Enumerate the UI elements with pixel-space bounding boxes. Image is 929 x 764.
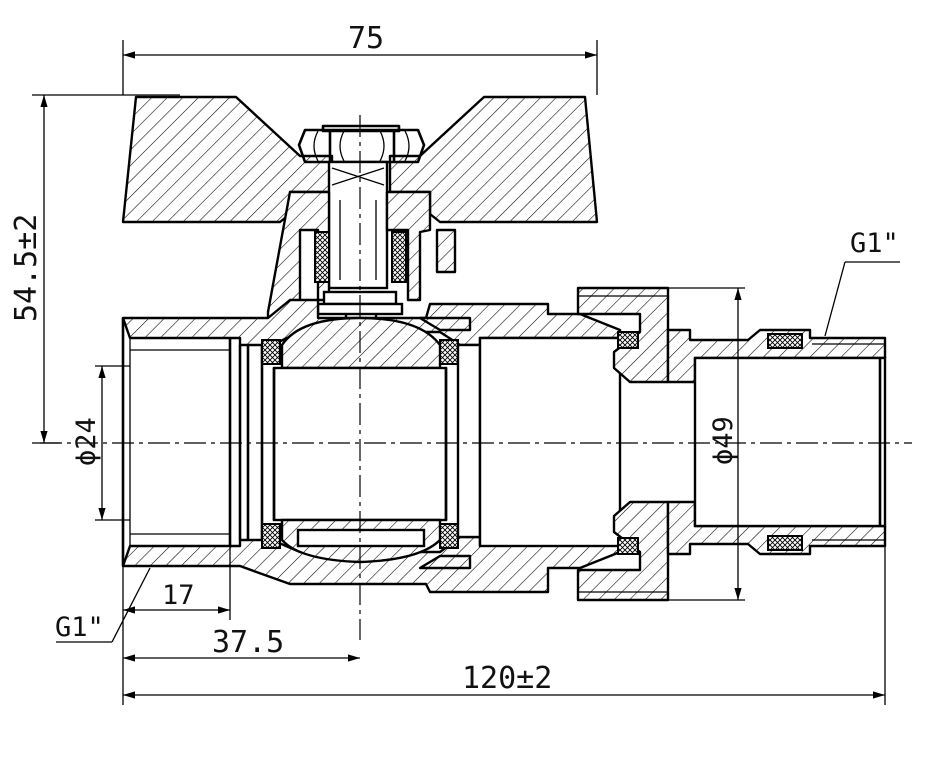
tailpiece bbox=[666, 328, 887, 556]
dim-body-center: 37.5 bbox=[122, 566, 360, 705]
dim-inlet-diameter: ϕ24 bbox=[71, 365, 130, 521]
body-end bbox=[418, 316, 622, 570]
centerlines bbox=[40, 115, 912, 640]
seat-seals bbox=[261, 339, 459, 549]
leader-inlet-thread: G1" bbox=[55, 567, 151, 643]
dim-union-diameter: ϕ49 bbox=[668, 287, 745, 601]
dim-height: 54.5±2 bbox=[9, 94, 180, 444]
dim-top-width: 75 bbox=[122, 21, 598, 95]
dim-top-width-label: 75 bbox=[348, 21, 384, 56]
dim-overall-length: 120±2 bbox=[123, 546, 886, 705]
hex-nut bbox=[297, 124, 426, 164]
leader-inlet-thread-label: G1" bbox=[55, 612, 104, 643]
dim-thread-depth-label: 17 bbox=[162, 580, 195, 611]
leader-outlet-thread: G1" bbox=[824, 228, 900, 337]
dim-inlet-diameter-label: ϕ24 bbox=[71, 417, 102, 466]
dim-body-center-label: 37.5 bbox=[212, 625, 284, 660]
dim-thread-depth: 17 bbox=[123, 546, 231, 620]
butterfly-handle bbox=[121, 95, 599, 224]
leader-outlet-thread-label: G1" bbox=[850, 228, 899, 259]
dim-height-label: 54.5±2 bbox=[9, 214, 44, 322]
dim-overall-length-label: 120±2 bbox=[462, 661, 552, 696]
dim-union-diameter-label: ϕ49 bbox=[708, 416, 739, 465]
